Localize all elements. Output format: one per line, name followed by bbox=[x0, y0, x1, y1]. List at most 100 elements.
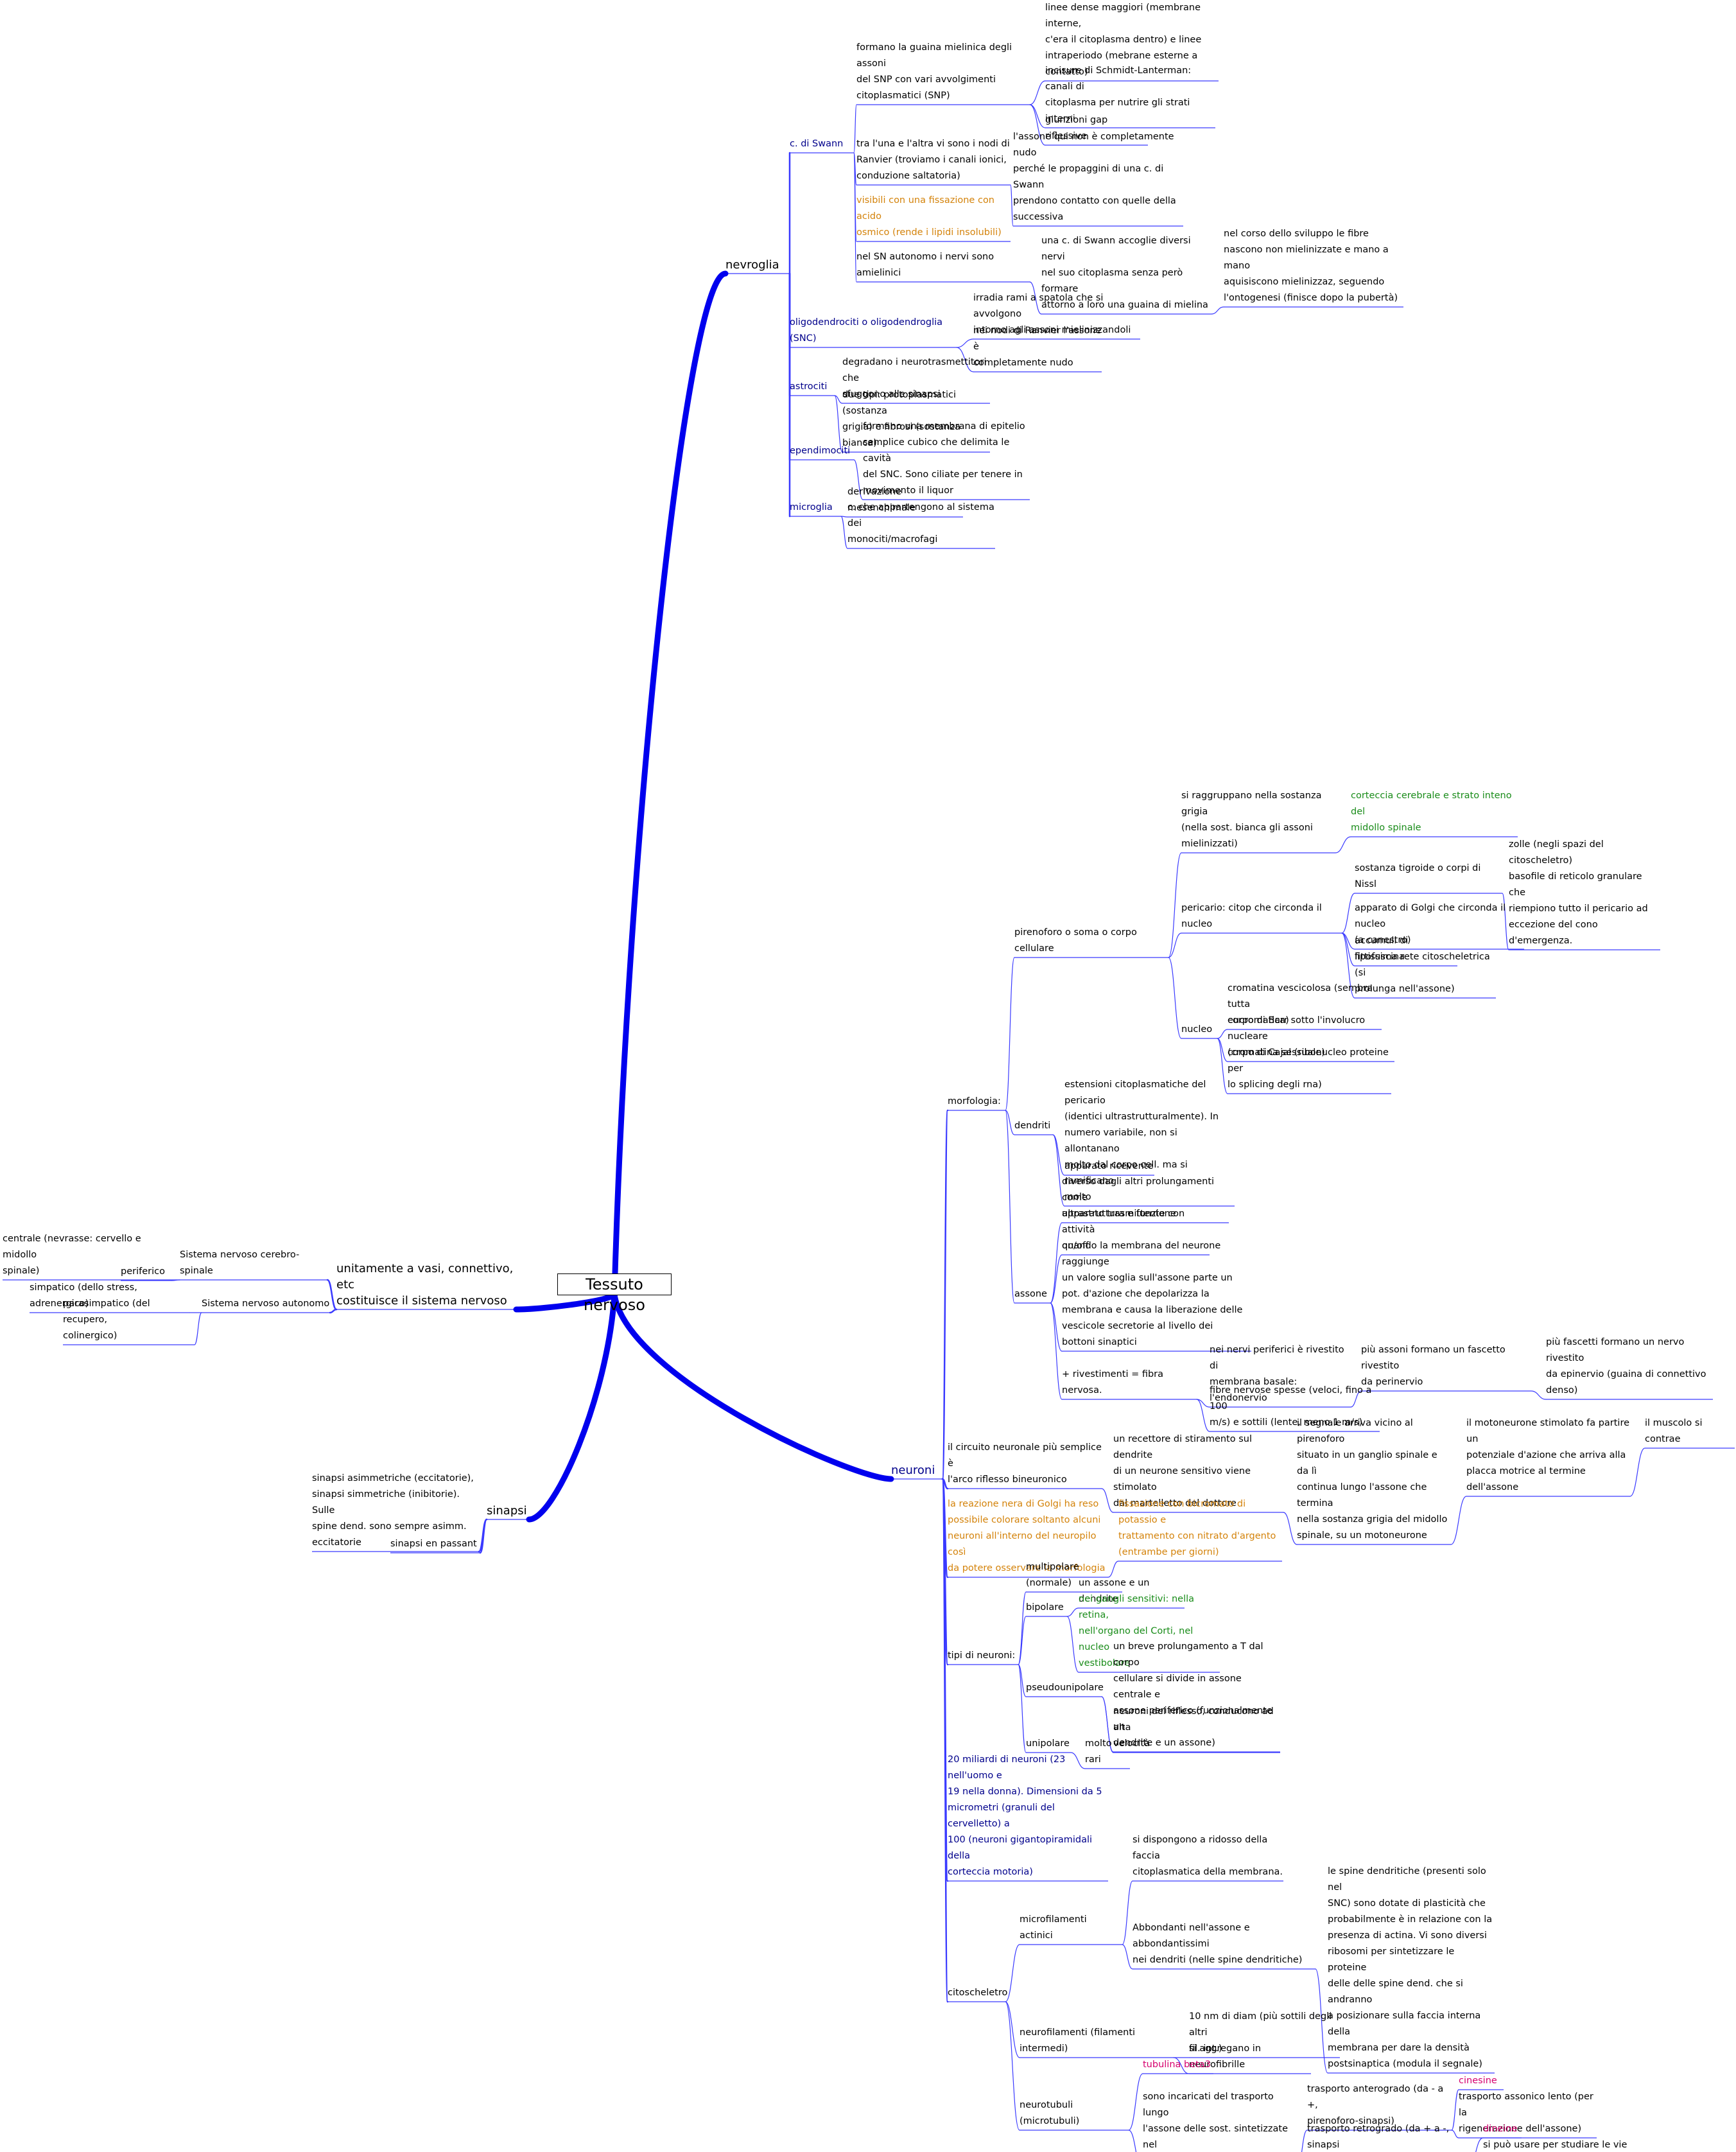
node-ass_div[interactable]: diverso dagli altri prolungamenti come u… bbox=[1062, 1177, 1215, 1219]
node-miliardi[interactable]: 20 miliardi di neuroni (23 nell'uomo e 1… bbox=[948, 1754, 1102, 1877]
node-epend_t[interactable]: formano una membrana di epitelio semplic… bbox=[863, 421, 1025, 496]
node-riv_fibre[interactable]: fibre nervose spesse (veloci, fino a 100… bbox=[1210, 1385, 1372, 1428]
node-nuc_crom[interactable]: cromatina vescicolosa (sembra tutta eucr… bbox=[1228, 983, 1373, 1026]
node-riv_perif[interactable]: nei nervi periferici è rivestito di memb… bbox=[1210, 1345, 1344, 1403]
node-circuito[interactable]: il circuito neuronale più semplice è l'a… bbox=[948, 1442, 1102, 1485]
node-nt_lento[interactable]: trasporto assonico lento (per la rigener… bbox=[1459, 2092, 1593, 2134]
node-sna_simp[interactable]: simpatico (dello stress, adrenergico) bbox=[30, 1282, 137, 1309]
node-neuroni[interactable]: neuroni bbox=[891, 1464, 935, 1477]
node-ps_neuroni[interactable]: neuroni del riflesso, conducono ad alta … bbox=[1113, 1706, 1274, 1749]
node-circ_muscolo[interactable]: il muscolo si contrae bbox=[1645, 1418, 1703, 1444]
node-micro_mono[interactable]: c. che appartengono al sistema dei monoc… bbox=[847, 502, 994, 545]
node-per_zolle[interactable]: zolle (negli spazi del citoscheletro) ba… bbox=[1509, 839, 1648, 946]
node-tipi_uni[interactable]: unipolare bbox=[1026, 1738, 1070, 1749]
node-sna[interactable]: Sistema nervoso autonomo bbox=[202, 1299, 330, 1309]
node-per_fitt[interactable]: fittissima rete citoscheletrica (si prol… bbox=[1355, 952, 1490, 994]
node-nt_dineine[interactable]: dineine bbox=[1483, 2124, 1518, 2134]
node-neurofil[interactable]: neurofilamenti (filamenti intermedi) bbox=[1020, 2027, 1136, 2054]
node-snc_centrale[interactable]: centrale (nevrasse: cervello e midollo s… bbox=[3, 1234, 141, 1276]
node-nf_10[interactable]: 10 nm di diam (più sottili degli altri f… bbox=[1189, 2011, 1332, 2054]
node-astro[interactable]: astrociti bbox=[790, 381, 828, 392]
node-golgi_reaz[interactable]: la reazione nera di Golgi ha reso possib… bbox=[948, 1499, 1106, 1573]
node-nuc_cajal[interactable]: corpo di Cajal (ribonucleo proteine per … bbox=[1228, 1047, 1389, 1090]
node-sw_linee[interactable]: linee dense maggiori (membrane interne, … bbox=[1045, 3, 1202, 77]
node-pir_raggr[interactable]: si raggruppano nella sostanza grigia (ne… bbox=[1181, 791, 1322, 849]
node-rivest[interactable]: + rivestimenti = fibra nervosa. bbox=[1062, 1369, 1164, 1395]
node-sw_guaina[interactable]: formano la guaina mielinica degli assoni… bbox=[856, 42, 1012, 101]
node-epend[interactable]: ependimociti bbox=[790, 446, 851, 456]
node-sna_para[interactable]: parasimpatico (del recupero, colinergico… bbox=[63, 1299, 150, 1341]
connector-tipi_bip-bip_un bbox=[1066, 1607, 1079, 1617]
node-circ_moto[interactable]: il motoneurone stimolato fa partire un p… bbox=[1466, 1418, 1630, 1492]
connector-tipi-tipi_multi bbox=[1018, 1591, 1027, 1665]
node-sw_giunzioni[interactable]: giunzioni gap riflessive bbox=[1045, 115, 1108, 141]
node-snc_periferico[interactable]: periferico bbox=[121, 1266, 165, 1277]
node-riv_nervo[interactable]: più fascetti formano un nervo rivestito … bbox=[1546, 1337, 1706, 1395]
node-astro_degr[interactable]: degradano i neurotrasmettitori che sfugg… bbox=[842, 357, 987, 399]
node-sw_amielinici[interactable]: nel SN autonomo i nervi sono amielinici bbox=[856, 252, 994, 278]
node-tipi_multi[interactable]: multipolare (normale) bbox=[1026, 1562, 1079, 1588]
node-oligo_nodi[interactable]: nei nodi di Ranvier l'assone è completam… bbox=[973, 326, 1102, 368]
node-micro_der[interactable]: derivazione mesenchimale bbox=[847, 487, 916, 513]
node-sinapsi[interactable]: sinapsi bbox=[487, 1504, 527, 1518]
node-ass_trasm[interactable]: apparato trasmittente con attività on/of… bbox=[1062, 1209, 1185, 1251]
node-oligo_irradia[interactable]: irradia rami a spatola che si avvolgono … bbox=[973, 293, 1131, 335]
node-schwann[interactable]: c. di Swann bbox=[790, 139, 844, 149]
node-sw_osmico[interactable]: visibili con una fissazione con acido os… bbox=[856, 195, 1002, 238]
node-snc_ps[interactable]: Sistema nervoso cerebro-spinale bbox=[180, 1250, 300, 1276]
node-per_tigroide[interactable]: sostanza tigroide o corpi di Nissl bbox=[1355, 863, 1481, 889]
node-bip_un[interactable]: un assone e un dendrite bbox=[1079, 1578, 1150, 1604]
node-sin_passant[interactable]: sinapsi en passant bbox=[390, 1539, 477, 1549]
node-pirenoforo[interactable]: pirenoforo o soma o corpo cellulare bbox=[1014, 927, 1137, 954]
node-uni_rari[interactable]: molto rari bbox=[1085, 1738, 1112, 1765]
node-nf_aggr[interactable]: si aggregano in neurofibrille bbox=[1189, 2043, 1262, 2070]
node-den_est[interactable]: estensioni citoplasmatiche del pericario… bbox=[1064, 1080, 1219, 1202]
node-nuc_barr[interactable]: corpo di Barr sotto l'involucro nucleare… bbox=[1228, 1015, 1366, 1058]
node-den_ric[interactable]: apparato ricevente bbox=[1064, 1161, 1154, 1171]
root-node[interactable]: Tessuto nervoso bbox=[557, 1273, 672, 1314]
node-sin_asimm[interactable]: sinapsi asimmetriche (eccitatorie), sina… bbox=[312, 1473, 474, 1548]
node-per_golgi[interactable]: apparato di Golgi che circonda il nucleo… bbox=[1355, 903, 1506, 945]
node-sw_incisure[interactable]: incisure di Schmidt-Lanterman: canali di… bbox=[1045, 66, 1192, 124]
node-nt_retro[interactable]: trasporto retrogrado (da + a -, sinapsi … bbox=[1307, 2124, 1450, 2150]
node-riv_fasc[interactable]: più assoni formano un fascetto rivestito… bbox=[1361, 1345, 1506, 1387]
node-sw_assone[interactable]: l'assone qui non è completamente nudo pe… bbox=[1013, 132, 1176, 222]
node-nt_studiare[interactable]: si può usare per studiare le vie nervose bbox=[1483, 2140, 1627, 2150]
node-astro_tipi[interactable]: due tipi: protoplasmatici (sostanza grig… bbox=[842, 390, 961, 448]
node-sw_sviluppo[interactable]: nel corso dello sviluppo le fibre nascon… bbox=[1224, 229, 1398, 303]
node-circ_recett[interactable]: un recettore di stiramento sul dendrite … bbox=[1113, 1434, 1252, 1509]
node-sw_ranvier[interactable]: tra l'una e l'altra vi sono i nodi di Ra… bbox=[856, 139, 1010, 181]
node-nevroglia[interactable]: nevroglia bbox=[725, 258, 779, 272]
node-per_lipo[interactable]: accumuli di lipofuscina bbox=[1355, 936, 1409, 962]
connector-assone-rivest bbox=[1050, 1302, 1063, 1400]
node-ass_quando[interactable]: quando la membrana del neurone raggiunge… bbox=[1062, 1241, 1243, 1347]
node-nt_antero[interactable]: trasporto anterogrado (da - a +, pirenof… bbox=[1307, 2084, 1444, 2126]
node-tipi[interactable]: tipi di neuroni: bbox=[948, 1650, 1016, 1661]
node-nucleo[interactable]: nucleo bbox=[1181, 1024, 1213, 1035]
node-microfil[interactable]: microfilamenti actinici bbox=[1020, 1914, 1087, 1941]
node-pericario[interactable]: pericario: citop che circonda il nucleo bbox=[1181, 903, 1322, 929]
node-sw_accoglie[interactable]: una c. di Swann accoglie diversi nervi n… bbox=[1041, 236, 1208, 310]
node-neurotub[interactable]: neurotubuli (microtubuli) bbox=[1020, 2100, 1080, 2126]
node-circ_segnale[interactable]: il segnale arriva vicino al pirenoforo s… bbox=[1297, 1418, 1448, 1541]
node-nt_tubulina[interactable]: tubulina beta3 bbox=[1143, 2060, 1211, 2070]
node-micro[interactable]: microglia bbox=[790, 502, 833, 512]
node-assone[interactable]: assone bbox=[1014, 1289, 1047, 1299]
node-tipi_pseudo[interactable]: pseudounipolare bbox=[1026, 1683, 1104, 1693]
node-unitamente[interactable]: unitamente a vasi, connettivo, etc costi… bbox=[336, 1262, 514, 1308]
node-bip_gangli[interactable]: nei gangli sensitivi: nella retina, nell… bbox=[1079, 1594, 1195, 1668]
node-citosch[interactable]: citoscheletro bbox=[948, 1988, 1008, 1998]
node-mf_disp[interactable]: si dispongono a ridosso della faccia cit… bbox=[1133, 1835, 1283, 1877]
node-ps_breve[interactable]: un breve prolungamento a T dal corpo cel… bbox=[1113, 1641, 1272, 1748]
node-pir_cortecc[interactable]: corteccia cerebrale e strato inteno del … bbox=[1351, 791, 1512, 833]
node-mf_abbond[interactable]: Abbondanti nell'assone e abbondantissimi… bbox=[1133, 1923, 1303, 1965]
node-golgi_fiss[interactable]: fissazione con bicromato di potassio e t… bbox=[1118, 1499, 1276, 1557]
node-nt_incaricati[interactable]: sono incaricati del trasporto lungo l'as… bbox=[1143, 2092, 1289, 2150]
node-tipi_bip[interactable]: bipolare bbox=[1026, 1602, 1064, 1613]
node-dendriti[interactable]: dendriti bbox=[1014, 1121, 1051, 1131]
node-oligo[interactable]: oligodendrociti o oligodendroglia (SNC) bbox=[790, 317, 943, 344]
node-nt_cinesine[interactable]: cinesine bbox=[1459, 2076, 1497, 2086]
connector-unitamente-sna bbox=[329, 1308, 338, 1314]
node-mf_spine[interactable]: le spine dendritiche (presenti solo nel … bbox=[1328, 1866, 1493, 2069]
node-morfologia[interactable]: morfologia: bbox=[948, 1096, 1001, 1107]
